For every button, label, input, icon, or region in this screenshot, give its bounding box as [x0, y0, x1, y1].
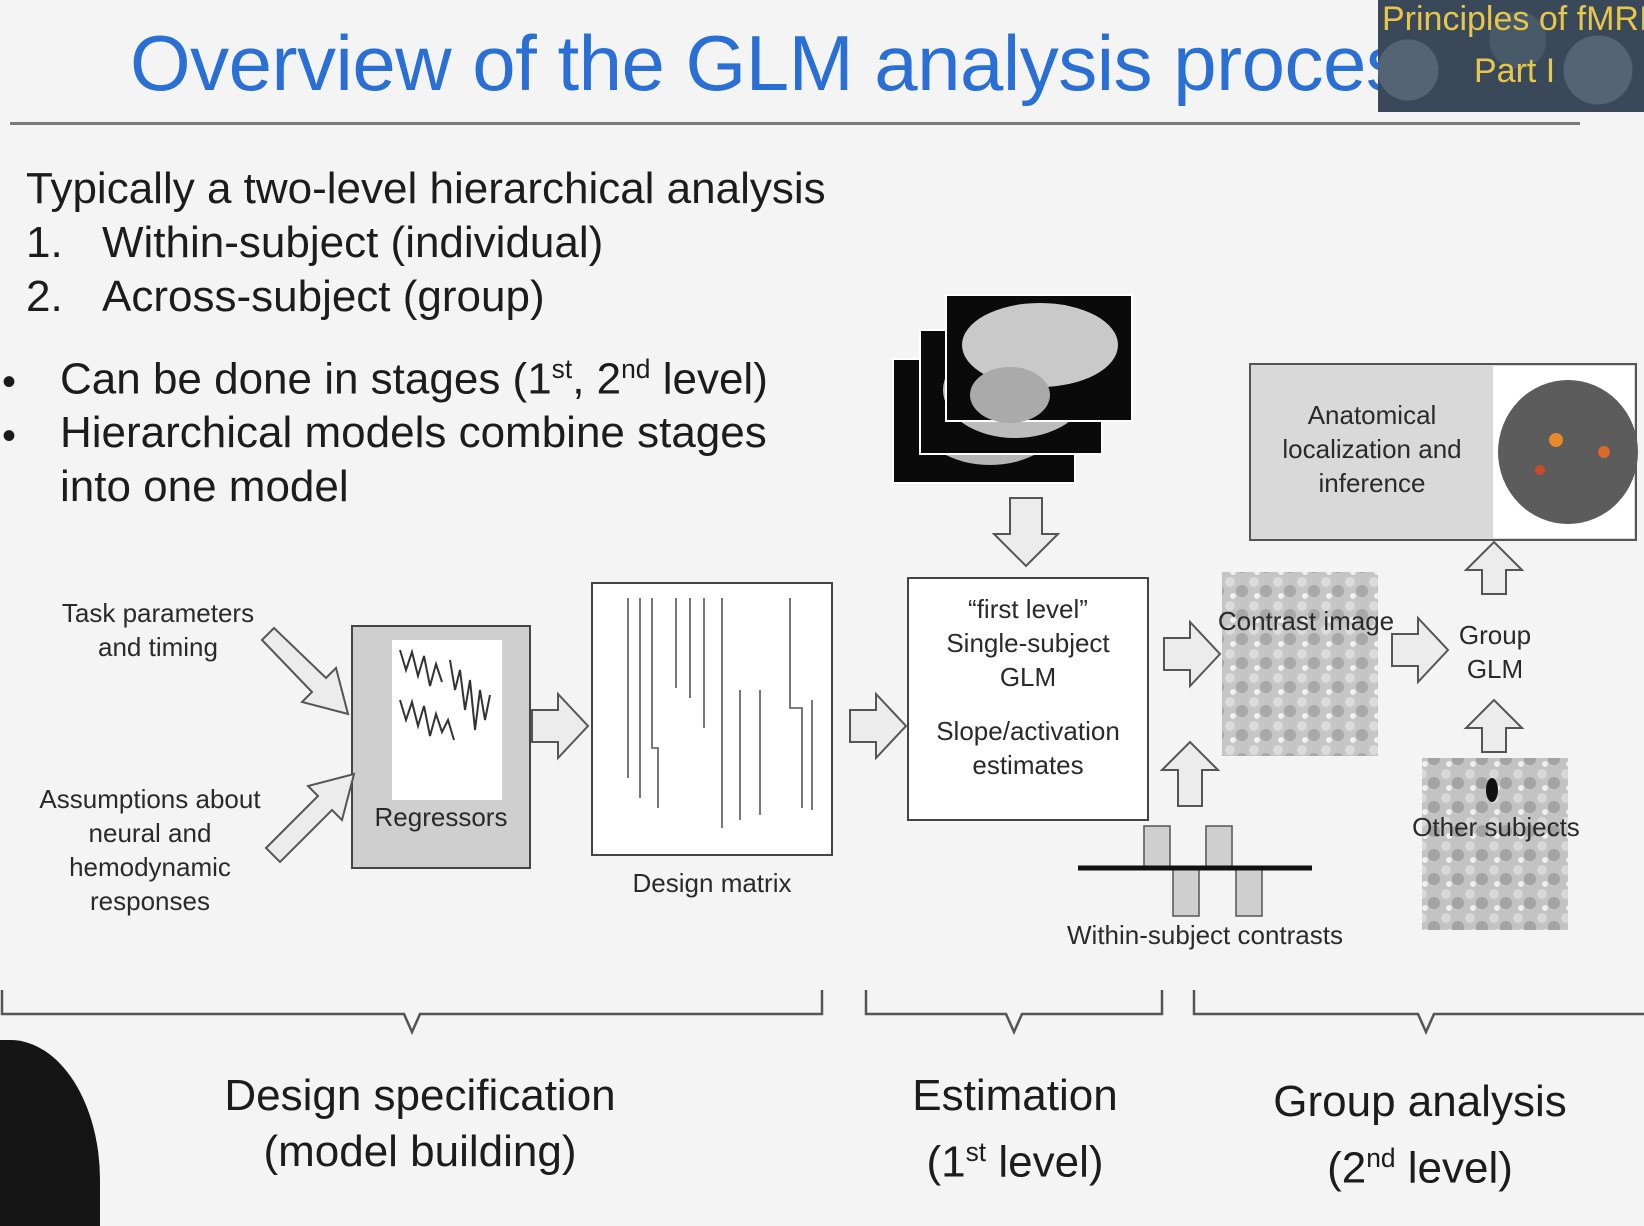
arrow-others-up — [1463, 698, 1525, 753]
other-subjects-image — [1422, 758, 1568, 930]
anatomical-inference-box — [1249, 363, 1638, 541]
arrow-regressors-to-design — [531, 691, 590, 761]
arrow-group-up — [1463, 540, 1525, 595]
regressors-label: Regressors — [374, 802, 508, 832]
title-divider — [10, 122, 1580, 125]
design-matrix-image — [591, 582, 833, 856]
list-item-1: Within-subject (individual) — [102, 218, 604, 267]
stage-design-label: Design specification(model building) — [224, 1071, 616, 1176]
badge-line2: Part I — [1474, 52, 1556, 90]
arrow-design-to-glm — [849, 691, 908, 761]
badge-line1: Principles of fMRI — [1382, 0, 1644, 38]
arrow-glm-to-contrast — [1163, 619, 1222, 689]
contrast-image-label: Contrast image — [1217, 606, 1395, 636]
list-item-2: Across-subject (group) — [102, 272, 545, 321]
arrow-task-params — [260, 626, 350, 716]
stage-braces — [0, 990, 1644, 1036]
list-number-2: 2. — [26, 272, 63, 321]
stage-estimation-label: Estimation (1st level) — [912, 1071, 1118, 1187]
brain-pattern-image — [1378, 0, 1644, 112]
contrast-image — [1222, 572, 1378, 756]
glm-box-text: “first level”Single-subject GLM Slope/ac… — [936, 594, 1120, 780]
within-contrasts-label: Within-subject contrasts — [1067, 920, 1343, 950]
bullet-1: Can be done in stages (1st, 2nd level) — [60, 354, 768, 404]
brain-scan-stack — [892, 294, 1133, 484]
other-subjects-label: Other subjects — [1412, 812, 1580, 842]
contrast-bars — [1078, 825, 1312, 917]
regressors-image — [351, 625, 531, 869]
arrow-contrast-to-group — [1391, 615, 1450, 685]
bullet-dot-2: • — [2, 414, 17, 458]
stage-group-label: Group analysis (2nd level) — [1273, 1077, 1567, 1193]
bullet-2-line1: Hierarchical models combine stages — [60, 408, 767, 457]
bullet-dot-1: • — [2, 360, 17, 404]
first-level-glm-box — [907, 577, 1149, 821]
course-badge: Principles of fMRI Part I — [1378, 0, 1644, 112]
bullet-2-line2: into one model — [60, 462, 349, 511]
arrow-assumptions — [264, 772, 356, 864]
list-number-1: 1. — [26, 218, 63, 267]
arrow-scans-down — [991, 497, 1061, 568]
slide-title: Overview of the GLM analysis process — [130, 19, 1443, 107]
arrow-contrasts-up — [1159, 740, 1221, 807]
design-matrix-label: Design matrix — [632, 868, 792, 898]
intro-heading: Typically a two-level hierarchical analy… — [26, 164, 826, 213]
